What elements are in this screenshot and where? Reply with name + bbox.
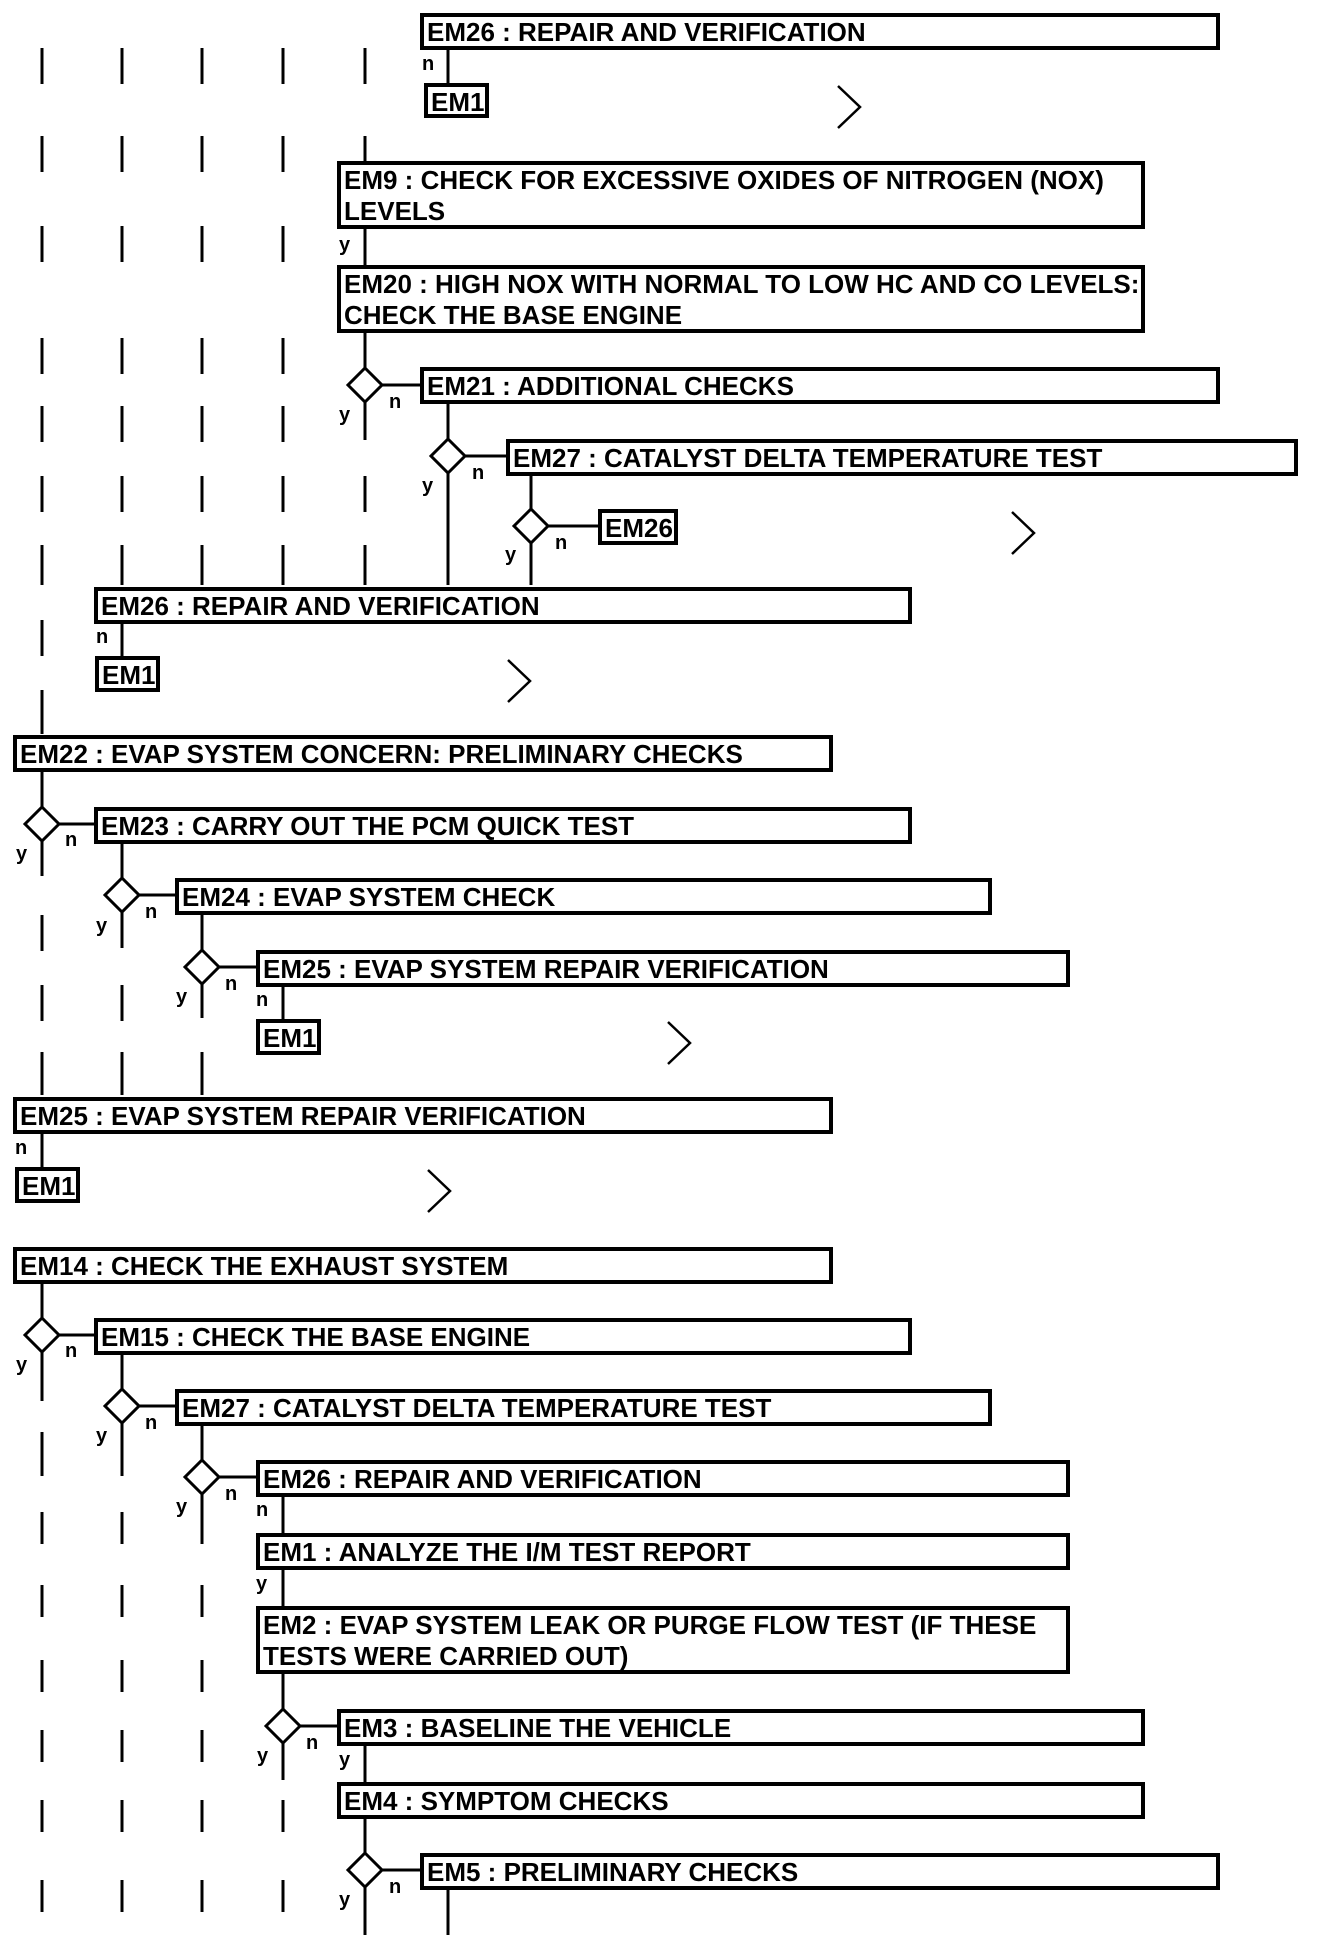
yes-label: y <box>256 1573 268 1595</box>
step-em24-evap-system-check[interactable]: EM24 : EVAP SYSTEM CHECK <box>175 878 992 915</box>
step-em15-check-base-engine[interactable]: EM15 : CHECK THE BASE ENGINE <box>94 1318 912 1355</box>
step-em25-evap-repair-verification[interactable]: EM25 : EVAP SYSTEM REPAIR VERIFICATION <box>13 1097 833 1134</box>
yes-label: y <box>339 1889 351 1911</box>
goto-em1[interactable]: EM1 <box>424 83 489 118</box>
continue-chevron-icon <box>1011 511 1036 555</box>
no-label: n <box>555 532 568 554</box>
step-em4-symptom-checks[interactable]: EM4 : SYMPTOM CHECKS <box>337 1782 1145 1819</box>
yes-label: y <box>339 1749 351 1771</box>
step-em9-check-nox[interactable]: EM9 : CHECK FOR EXCESSIVE OXIDES OF NITR… <box>337 161 1145 229</box>
goto-em1[interactable]: EM1 <box>15 1167 80 1203</box>
no-label: n <box>306 1732 319 1754</box>
step-em1-analyze-im-report[interactable]: EM1 : ANALYZE THE I/M TEST REPORT <box>256 1533 1070 1570</box>
goto-em26[interactable]: EM26 <box>598 509 678 545</box>
continue-chevron-icon <box>427 1169 452 1213</box>
step-em3-baseline-vehicle[interactable]: EM3 : BASELINE THE VEHICLE <box>337 1709 1145 1746</box>
continue-chevron-icon <box>667 1021 692 1065</box>
step-em26-repair-verification[interactable]: EM26 : REPAIR AND VERIFICATION <box>256 1460 1070 1497</box>
goto-em1[interactable]: EM1 <box>256 1019 321 1055</box>
step-em26-repair-verification[interactable]: EM26 : REPAIR AND VERIFICATION <box>94 587 912 624</box>
yes-label: y <box>176 986 188 1008</box>
no-label: n <box>65 829 78 851</box>
no-label: n <box>225 973 238 995</box>
no-label: n <box>225 1483 238 1505</box>
yes-label: y <box>422 475 434 497</box>
yes-label: y <box>505 544 517 566</box>
no-label: n <box>422 53 435 75</box>
step-em20-high-nox[interactable]: EM20 : HIGH NOX WITH NORMAL TO LOW HC AN… <box>337 265 1145 333</box>
no-label: n <box>256 1499 269 1521</box>
step-em21-additional-checks[interactable]: EM21 : ADDITIONAL CHECKS <box>420 367 1220 404</box>
no-label: n <box>256 989 269 1011</box>
yes-label: y <box>16 1354 28 1376</box>
no-label: n <box>145 1412 158 1434</box>
yes-label: y <box>339 234 351 256</box>
step-em26-repair-verification[interactable]: EM26 : REPAIR AND VERIFICATION <box>420 13 1220 50</box>
no-label: n <box>15 1137 28 1159</box>
step-em2-evap-leak-purge-test[interactable]: EM2 : EVAP SYSTEM LEAK OR PURGE FLOW TES… <box>256 1606 1070 1674</box>
no-label: n <box>472 462 485 484</box>
yes-label: y <box>176 1496 188 1518</box>
step-em14-check-exhaust[interactable]: EM14 : CHECK THE EXHAUST SYSTEM <box>13 1247 833 1284</box>
yes-label: y <box>257 1745 269 1767</box>
yes-label: y <box>16 843 28 865</box>
no-label: n <box>389 391 402 413</box>
yes-label: y <box>96 1425 108 1447</box>
no-label: n <box>96 626 109 648</box>
no-label: n <box>145 901 158 923</box>
yes-label: y <box>96 915 108 937</box>
step-em22-evap-preliminary[interactable]: EM22 : EVAP SYSTEM CONCERN: PRELIMINARY … <box>13 735 833 772</box>
step-em25-evap-repair-verification[interactable]: EM25 : EVAP SYSTEM REPAIR VERIFICATION <box>256 950 1070 987</box>
step-em23-pcm-quick-test[interactable]: EM23 : CARRY OUT THE PCM QUICK TEST <box>94 807 912 844</box>
step-em27-catalyst-delta-temp[interactable]: EM27 : CATALYST DELTA TEMPERATURE TEST <box>175 1389 992 1426</box>
goto-em1[interactable]: EM1 <box>95 656 160 692</box>
step-em27-catalyst-delta-temp[interactable]: EM27 : CATALYST DELTA TEMPERATURE TEST <box>506 439 1298 476</box>
yes-label: y <box>339 404 351 426</box>
no-label: n <box>65 1340 78 1362</box>
no-label: n <box>389 1876 402 1898</box>
continue-chevron-icon <box>837 85 862 129</box>
continue-chevron-icon <box>507 659 532 703</box>
step-em5-preliminary-checks[interactable]: EM5 : PRELIMINARY CHECKS <box>420 1853 1220 1890</box>
